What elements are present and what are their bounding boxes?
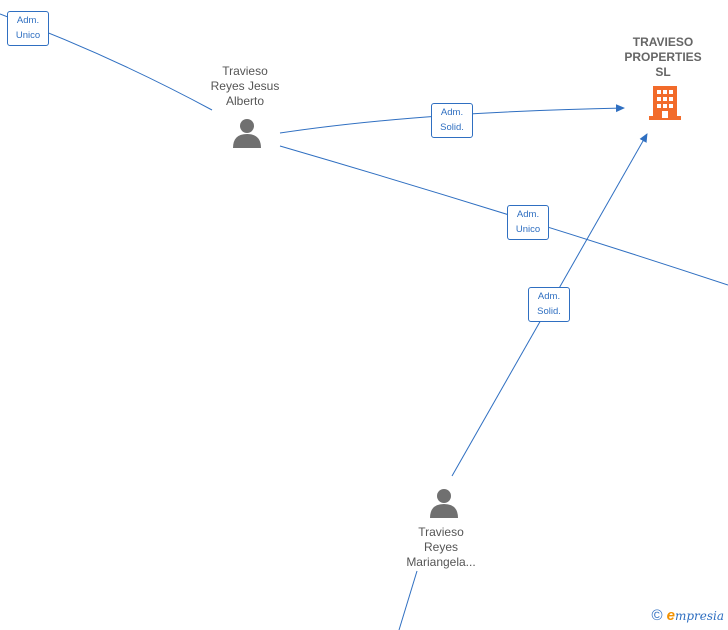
edge-badge-alberto-company[interactable]: Adm. Solid.	[431, 103, 473, 138]
building-icon[interactable]	[649, 84, 681, 120]
brand-e: e	[666, 607, 675, 624]
badge-line2: Unico	[515, 224, 541, 235]
edge-bottom	[398, 570, 418, 630]
company-name-line2: PROPERTIES	[624, 50, 702, 64]
person-icon[interactable]	[232, 118, 262, 148]
badge-line2: Solid.	[537, 306, 561, 317]
copyright-icon: ©	[651, 607, 663, 624]
person-alberto-line2: Reyes Jesus	[210, 79, 280, 93]
person-mariangela-line2: Reyes	[423, 540, 458, 554]
edge-badge-top-left[interactable]: Adm. Unico	[7, 11, 49, 46]
company-name[interactable]: TRAVIESO PROPERTIES SL	[612, 35, 714, 80]
badge-line1: Adm.	[516, 209, 540, 220]
badge-line2: Unico	[15, 30, 41, 41]
footer-brand[interactable]: © empresia	[652, 607, 724, 624]
edge-alberto-right	[279, 145, 728, 286]
edge-badge-alberto-right[interactable]: Adm. Unico	[507, 205, 549, 240]
person-alberto-line3: Alberto	[225, 94, 265, 108]
company-name-line3: SL	[655, 65, 671, 79]
person-mariangela-line1: Travieso	[418, 525, 464, 539]
person-alberto-line1: Travieso	[222, 64, 268, 78]
person-mariangela-name[interactable]: Travieso Reyes Mariangela...	[390, 525, 492, 570]
company-name-line1: TRAVIESO	[632, 35, 694, 49]
brand-logo: empresia	[667, 607, 724, 624]
badge-line2: Solid.	[440, 122, 464, 133]
brand-rest: mpresia	[674, 609, 724, 623]
person-icon[interactable]	[429, 488, 459, 518]
person-alberto-name[interactable]: Travieso Reyes Jesus Alberto	[194, 64, 296, 109]
badge-line1: Adm.	[440, 107, 464, 118]
badge-line1: Adm.	[16, 15, 40, 26]
badge-line1: Adm.	[537, 291, 561, 302]
person-mariangela-line3: Mariangela...	[406, 555, 476, 569]
edge-badge-mariangela-company[interactable]: Adm. Solid.	[528, 287, 570, 322]
